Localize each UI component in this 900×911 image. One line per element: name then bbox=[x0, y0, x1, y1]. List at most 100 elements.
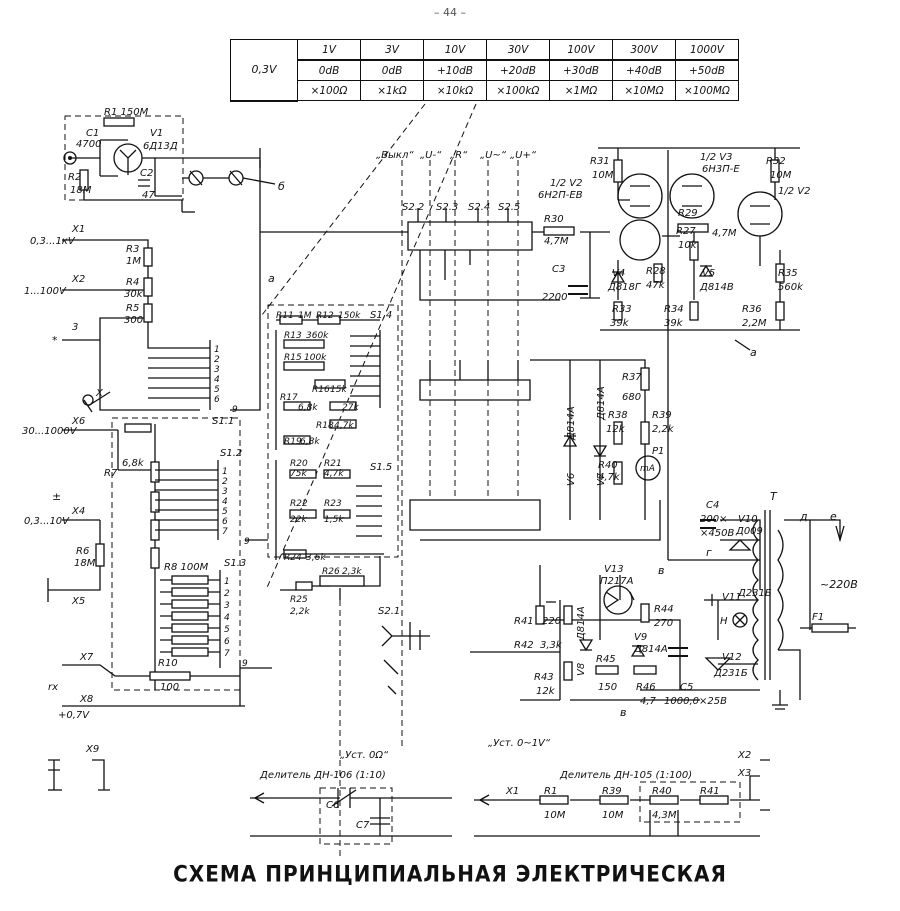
f1-label: F1 bbox=[812, 612, 824, 623]
r17-value: 6,8k bbox=[298, 403, 318, 413]
c4-voltage: ×450B bbox=[700, 528, 734, 539]
label-rx: rx bbox=[48, 682, 58, 693]
r22-value: 22k bbox=[290, 515, 307, 525]
r36-label: R36 bbox=[742, 304, 762, 315]
v13-type: П217А bbox=[600, 576, 634, 587]
r23-label: R23 bbox=[324, 499, 342, 509]
r5-label: R5 bbox=[126, 303, 139, 314]
r33-label: R33 bbox=[612, 304, 632, 315]
c5-label: C5 bbox=[680, 682, 693, 693]
adjust-zero-ohm-label: „Уст. 0Ω“ bbox=[340, 750, 389, 761]
d105-r1: R1 bbox=[544, 786, 557, 797]
r8-label: R8 100M bbox=[164, 562, 209, 573]
r36-value: 2,2M bbox=[742, 318, 767, 329]
c3-label: C3 bbox=[552, 264, 565, 275]
mode-label-uac: „U~“ bbox=[480, 150, 507, 161]
switch-position: 5 bbox=[222, 507, 228, 517]
terminal-x5-id: X5 bbox=[71, 596, 85, 607]
r29-value: 4,7M bbox=[712, 228, 737, 239]
switch-position: 9 bbox=[232, 405, 238, 415]
v6-type: Д814А bbox=[566, 406, 577, 441]
d105-r1-value: 10M bbox=[544, 810, 566, 821]
v2b-label: 1/2 V2 bbox=[778, 186, 810, 197]
label-e: е bbox=[830, 510, 837, 523]
switch-position: 6 bbox=[214, 395, 220, 405]
switch-position: 7 bbox=[224, 649, 230, 659]
r10-value: 100 bbox=[160, 682, 179, 693]
probe-c2-value: 47 bbox=[142, 190, 155, 201]
c4-label: C4 bbox=[706, 500, 719, 511]
r45-label: R45 bbox=[596, 654, 616, 665]
range-db: +20dB bbox=[486, 59, 550, 81]
r11-label: R11 bbox=[276, 311, 294, 321]
v11-type: Д231Б bbox=[737, 588, 772, 599]
switch-position: 2 bbox=[222, 477, 228, 487]
switch-position: 2 bbox=[224, 589, 230, 599]
d105-x2: X2 bbox=[737, 750, 751, 761]
probe-r1-label: R1 150M bbox=[104, 107, 149, 118]
c3-value: 2200 bbox=[542, 292, 567, 303]
label-a-right: a bbox=[750, 346, 757, 359]
r15-value: 100k bbox=[304, 353, 327, 363]
v12-label: V12 bbox=[722, 652, 742, 663]
page-number: – 44 – bbox=[434, 6, 466, 19]
v6-label: V6 bbox=[566, 473, 577, 486]
r3-value: 1M bbox=[126, 256, 141, 267]
v11-label: V11 bbox=[722, 592, 742, 603]
range-row-label: 0,3V bbox=[230, 39, 298, 102]
r43-value: 12k bbox=[536, 686, 556, 697]
r27-label: R27 bbox=[676, 226, 696, 237]
r43-label: R43 bbox=[534, 672, 554, 683]
range-voltage: 1000V bbox=[675, 39, 739, 61]
c4-value: 200× bbox=[700, 514, 727, 525]
s1-2-label: S1.2 bbox=[220, 448, 242, 459]
r16-value: 15k bbox=[330, 385, 347, 395]
probe-v1-type: 6Д13Д bbox=[143, 141, 178, 152]
probe-v1-label: V1 bbox=[150, 128, 163, 139]
r32-label: R32 bbox=[766, 156, 786, 167]
probe-c1-value: 4700 bbox=[76, 139, 101, 150]
label-v-bottom: в bbox=[620, 706, 626, 719]
r31-label: R31 bbox=[590, 156, 610, 167]
d105-r39: R39 bbox=[602, 786, 622, 797]
label-v: в bbox=[658, 564, 664, 577]
r24-value: 3,6k bbox=[306, 553, 326, 563]
switch-position: 4 bbox=[224, 613, 230, 623]
range-ohms: ×100Ω bbox=[297, 80, 361, 101]
r15-label: R15 bbox=[284, 353, 302, 363]
r17-label: R17 bbox=[280, 393, 298, 403]
r27-value: 10k bbox=[678, 240, 698, 251]
d105-r40: R40 bbox=[652, 786, 672, 797]
r37-value: 680 bbox=[622, 392, 641, 403]
r41-label: R41 bbox=[514, 616, 534, 627]
switch-position: 4 bbox=[214, 375, 220, 385]
c5-value: 1000,0×25B bbox=[664, 696, 727, 707]
terminal-x1-id: X1 bbox=[71, 224, 85, 235]
meter-unit: mA bbox=[640, 464, 655, 474]
r26-label: R26 bbox=[322, 567, 340, 577]
terminal-x7-id: X7 bbox=[79, 652, 94, 663]
v8-type: Д814А bbox=[576, 606, 587, 641]
switch-position: 9 bbox=[242, 659, 248, 669]
d105-x3: X3 bbox=[737, 768, 751, 779]
r39-label: R39 bbox=[652, 410, 672, 421]
label-07v: +0,7V bbox=[58, 710, 90, 721]
r40-label: R40 bbox=[598, 460, 618, 471]
r23-value: 1,5k bbox=[324, 515, 344, 525]
r32-value: 10M bbox=[770, 170, 792, 181]
switch-position: 3 bbox=[214, 365, 220, 375]
p1-label: P1 bbox=[652, 446, 664, 457]
s1-1-label: S1.1 bbox=[212, 416, 234, 427]
r35-label: R35 bbox=[778, 268, 798, 279]
s1-4-label: S1.4 bbox=[370, 310, 392, 321]
r20-value: 75k bbox=[290, 469, 307, 479]
label-d: д bbox=[799, 510, 808, 523]
r38-label: R38 bbox=[608, 410, 628, 421]
switch-position: 3 bbox=[222, 487, 228, 497]
r40-value: 4,7k bbox=[598, 472, 621, 483]
r12-value: 150k bbox=[338, 311, 361, 321]
mode-label-off: „Выкл“ bbox=[376, 150, 414, 161]
r28-label: R28 bbox=[646, 266, 666, 277]
label-a: a bbox=[268, 272, 275, 285]
